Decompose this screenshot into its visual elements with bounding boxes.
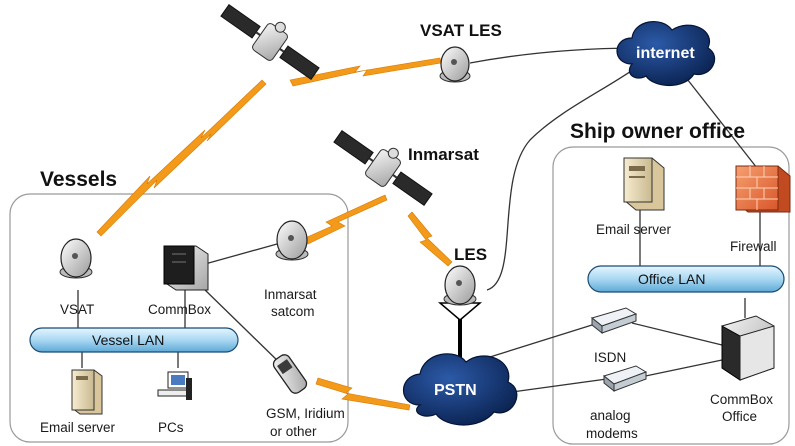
commbox-to-inmarsat-line <box>204 243 278 265</box>
les-base <box>437 302 483 321</box>
analog-modems-label-line1: analog <box>590 408 631 423</box>
pstn-label: PSTN <box>434 382 477 399</box>
analog-to-commbox-line <box>635 359 723 379</box>
analog-modems-label-line2: modems <box>586 426 638 441</box>
vsat-les-to-internet-line <box>469 47 641 64</box>
dish-antenna-icon <box>59 238 93 279</box>
lightning-links <box>96 57 453 411</box>
gsm-label-line1: GSM, Iridium <box>266 406 345 421</box>
connections <box>77 47 761 393</box>
commbox-office-label-line2: Office <box>722 409 757 424</box>
ship-owner-office-group-box <box>552 146 790 445</box>
office-lan-label: Office LAN <box>638 271 705 287</box>
dish-antenna-icon <box>443 265 477 306</box>
pstn-to-isdn-line <box>489 324 593 358</box>
isdn-to-commbox-line <box>631 322 723 346</box>
lightning-icon <box>304 194 388 245</box>
office-lan-bar <box>587 265 785 293</box>
commbox-vessel-icon <box>163 245 209 291</box>
vessels-group-box <box>9 193 349 443</box>
cloud-icon <box>403 353 518 426</box>
cloud-icon <box>616 21 716 87</box>
internet-label: internet <box>636 45 695 62</box>
lightning-icon <box>96 79 267 237</box>
commbox-to-phone-line <box>202 287 283 366</box>
commbox-vessel-label: CommBox <box>148 302 211 317</box>
lightning-icon <box>407 211 453 267</box>
internet-to-firewall-line <box>679 69 758 169</box>
firewall-label: Firewall <box>730 239 777 254</box>
firewall-icon <box>735 165 791 213</box>
lightning-icon <box>315 377 411 411</box>
pstn-to-analog-line <box>511 377 615 393</box>
vessel-lan-label: Vessel LAN <box>92 332 164 348</box>
modem-icon <box>590 307 638 335</box>
dish-antenna-icon <box>275 220 309 261</box>
gsm-label-line2: or other <box>270 424 317 439</box>
email-server-office-label: Email server <box>596 222 672 237</box>
inmarsat-title: Inmarsat <box>408 145 479 164</box>
email-server-vessel-label: Email server <box>40 420 116 435</box>
phone-icon <box>272 354 308 394</box>
modem-icon <box>602 365 648 393</box>
vessel-lan-bar <box>29 327 239 353</box>
inmarsat-satcom-label-line2: satcom <box>271 304 315 319</box>
satellite-icon <box>333 130 433 206</box>
les-title: LES <box>454 245 487 264</box>
isdn-label: ISDN <box>594 350 626 365</box>
dish-antenna-icon <box>439 46 471 83</box>
ship-owner-office-title: Ship owner office <box>570 120 745 143</box>
les-to-internet-line <box>486 64 641 291</box>
commbox-office-icon <box>721 315 775 381</box>
vsat-les-title: VSAT LES <box>420 21 502 40</box>
server-icon <box>623 157 665 211</box>
commbox-office-label-line1: CommBox <box>710 392 773 407</box>
satellite-icon <box>220 4 320 80</box>
vsat-label: VSAT <box>60 302 94 317</box>
pcs-label: PCs <box>158 420 184 435</box>
vessels-title: Vessels <box>40 168 117 191</box>
pc-icon <box>157 371 192 400</box>
inmarsat-satcom-label-line1: Inmarsat <box>264 287 317 302</box>
server-icon <box>71 369 103 415</box>
